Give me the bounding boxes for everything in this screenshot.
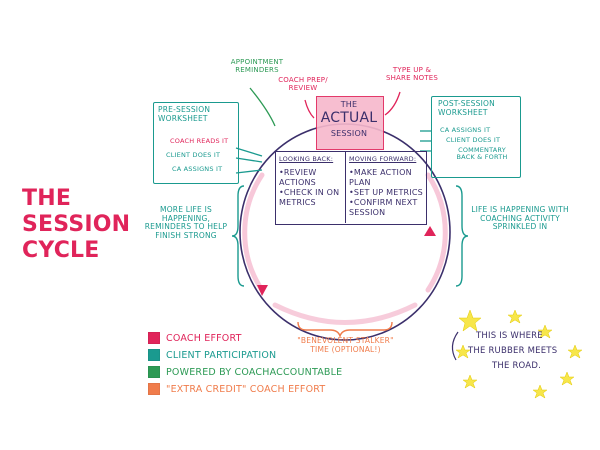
legend-item-client-participation: Client participation [148,348,276,362]
pink-flow-arc-bottom [272,302,418,325]
callout-pointer [451,331,459,361]
looking-back-item: •Check in on Metrics [279,188,340,207]
legend-label: Coach effort [166,332,242,344]
looking-back-list: •Review Actions •Check in on Metrics [279,168,343,208]
looking-back-header: Looking Back: [279,155,334,163]
appointment-arrow [249,87,276,127]
left-brace [231,185,245,287]
moving-forward-item: •Make Action Plan [349,168,412,187]
legend-label: Client participation [166,349,277,361]
callout-line-2: the rubber meets [468,346,558,356]
appointment-reminders-label: Appointment Reminders [230,58,284,75]
legend-swatch [148,383,160,395]
legend-swatch [148,332,160,344]
legend-label: "Extra credit" coach effort [166,383,326,395]
right-note: Life is Happening with Coaching Activity… [471,205,569,232]
callout-line-3: the road. [492,361,541,371]
pre-session-item: Coach Reads It [170,137,229,145]
actual-session-title-3: Session [330,129,368,138]
bottom-note: "Benevolent Stalker" time (optional!) [297,336,394,354]
pre-session-title: Pre-Session Worksheet [158,105,211,123]
type-up-arrow [384,91,401,116]
title-line-1: The [22,186,72,211]
type-up-label: Type up & Share Notes [385,66,439,83]
legend-item-extra-credit: "Extra credit" coach effort [148,382,325,396]
post-session-title: Post-Session Worksheet [438,99,495,117]
legend-swatch [148,366,160,378]
title-line-2: Session [22,212,131,237]
session-agenda-table [275,151,427,225]
actual-session-title-2: Actual [320,110,378,126]
looking-back-item: •Review Actions [279,168,317,187]
pink-flow-arc-left [242,172,265,293]
post-session-item: Commentary Back & Forth [456,146,508,162]
pre-session-item: Client Does It [166,151,221,159]
moving-forward-item: •Set up Metrics [349,188,423,197]
flow-arrowhead-right [424,226,436,236]
bottom-brace [297,321,393,339]
legend-swatch [148,349,160,361]
agenda-divider [345,151,346,223]
callout-stars [455,309,583,399]
legend-item-powered-by: Powered by CoachAccountable [148,365,342,379]
moving-forward-item: •Confirm Next Session [349,198,418,217]
post-session-item: Client Does It [446,136,501,144]
coach-prep-arrow [304,99,315,119]
moving-forward-header: Moving Forward: [349,155,417,163]
pink-flow-arc-right [425,172,448,293]
pre-session-item: CA Assigns It [172,165,223,173]
left-note: More Life is happening, reminders to hel… [144,205,228,240]
pre-arrow-2 [235,157,263,163]
actual-session-box [316,96,384,150]
legend-item-coach-effort: Coach effort [148,331,242,345]
post-session-box [431,96,521,178]
callout-line-1: This is where [476,331,543,341]
pre-arrow-1 [235,147,263,157]
pre-session-box [153,102,239,184]
legend-label: Powered by CoachAccountable [166,366,343,378]
coach-prep-label: Coach Prep/ Review [278,76,328,93]
title-line-3: Cycle [22,238,100,263]
moving-forward-list: •Make Action Plan •Set up Metrics •Confi… [349,168,424,218]
actual-session-title-1: The [340,100,358,109]
right-brace [455,185,469,287]
flow-arrowhead-left [257,285,268,296]
post-session-item: CA Assigns It [440,126,491,134]
pre-arrow-3 [235,169,263,174]
